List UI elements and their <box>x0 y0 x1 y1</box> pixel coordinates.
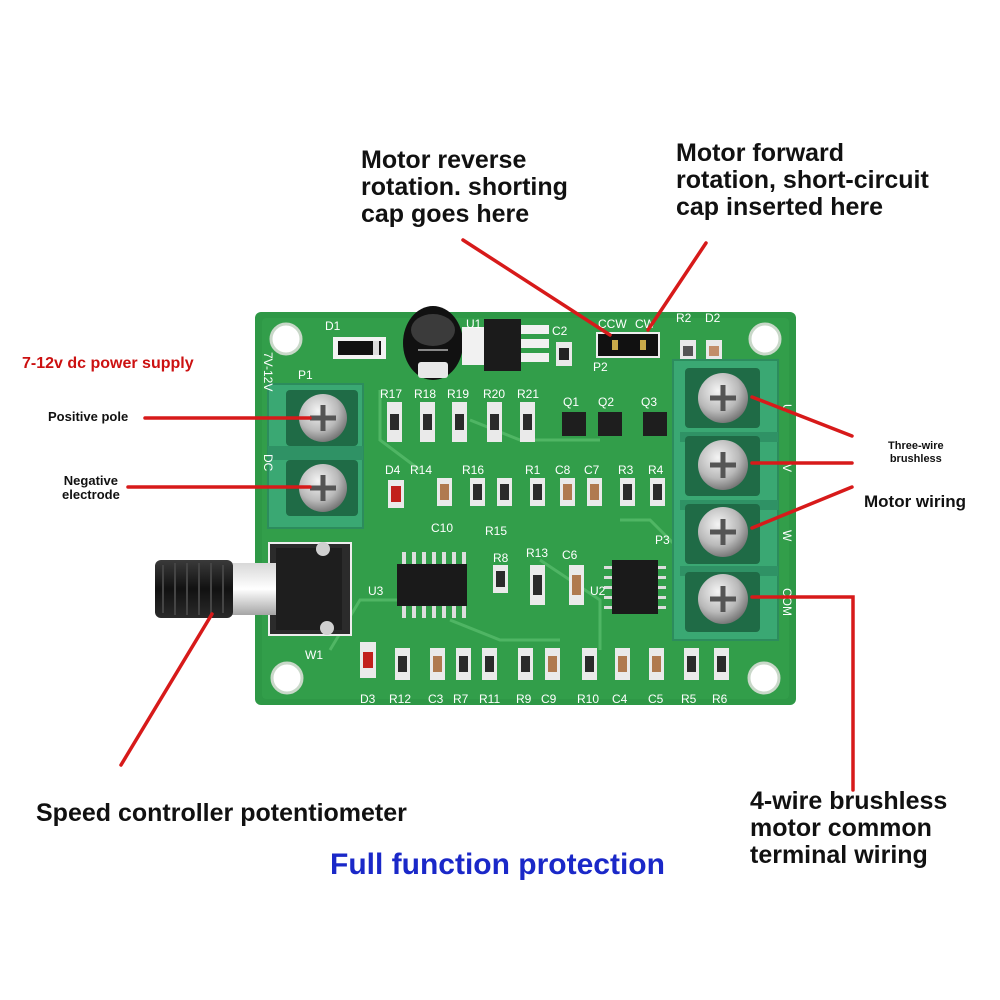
annotation-negative-electrode: Negative electrode <box>62 473 120 502</box>
annotation-motor-reverse: Motor reverse rotation. shorting cap goe… <box>361 146 568 228</box>
annotation-full-protection: Full function protection <box>330 848 665 881</box>
silk-p2: P2 <box>593 360 608 374</box>
speed-potentiometer <box>155 542 352 636</box>
power-terminal-block <box>267 383 364 529</box>
mounting-holes <box>269 322 782 695</box>
silkscreen-labels: D1 P1 U1 C2 CCW CW P2 R2 D2 7V-12V DC R1… <box>261 311 794 706</box>
silk-pin-u: U <box>780 404 794 413</box>
silk-r2: R2 <box>676 311 692 325</box>
annotation-power-supply: 7-12v dc power supply <box>22 355 194 372</box>
silk-u1: U1 <box>466 317 482 331</box>
silk-d3: D3 <box>360 692 376 706</box>
silk-r21: R21 <box>517 387 539 401</box>
silk-r18: R18 <box>414 387 436 401</box>
silk-r1: R1 <box>525 463 541 477</box>
arrow-three-wire-1 <box>750 395 854 438</box>
silk-r20: R20 <box>483 387 505 401</box>
silk-d2: D2 <box>705 311 721 325</box>
silk-c3: C3 <box>428 692 444 706</box>
arrow-three-wire-3 <box>750 485 854 530</box>
silk-ccw: CCW <box>598 317 627 331</box>
smd-components <box>360 402 729 680</box>
silk-r19: R19 <box>447 387 469 401</box>
silk-c10: C10 <box>431 521 453 535</box>
silk-r11: R11 <box>479 692 500 706</box>
silk-d1: D1 <box>325 319 341 333</box>
silk-c8: C8 <box>555 463 571 477</box>
silk-r15: R15 <box>485 524 507 538</box>
silk-r3: R3 <box>618 463 634 477</box>
silk-r9: R9 <box>516 692 532 706</box>
silk-pin-com: COM <box>780 588 794 616</box>
silk-r5: R5 <box>681 692 697 706</box>
silk-pin-w: W <box>780 530 794 542</box>
silk-r13: R13 <box>526 546 548 560</box>
silk-dc: DC <box>261 454 275 472</box>
silk-q2: Q2 <box>598 395 614 409</box>
silk-voltage: 7V-12V <box>261 352 275 391</box>
annotation-positive-pole: Positive pole <box>48 409 129 424</box>
pointer-lines <box>119 238 855 792</box>
annotation-four-wire: 4-wire brushless motor common terminal w… <box>750 787 948 869</box>
ic-u2 <box>604 560 666 614</box>
silk-c9: C9 <box>541 692 557 706</box>
arrow-common-terminal <box>750 595 855 792</box>
direction-jumper-header <box>596 332 660 358</box>
silk-r7: R7 <box>453 692 469 706</box>
silk-p1: P1 <box>298 368 313 382</box>
voltage-regulator <box>484 319 521 371</box>
silk-r10: R10 <box>577 692 599 706</box>
ic-u3 <box>397 552 467 618</box>
arrow-potentiometer <box>119 612 214 767</box>
silk-c5: C5 <box>648 692 664 706</box>
silk-c2: C2 <box>552 324 568 338</box>
silk-r8: R8 <box>493 551 509 565</box>
silk-u2: U2 <box>590 584 606 598</box>
silk-c6: C6 <box>562 548 578 562</box>
silk-q3: Q3 <box>641 395 657 409</box>
annotation-speed-potentiometer: Speed controller potentiometer <box>36 799 407 827</box>
silk-r16: R16 <box>462 463 484 477</box>
silk-r4: R4 <box>648 463 664 477</box>
silk-pin-v: V <box>780 464 794 472</box>
silk-r6: R6 <box>712 692 728 706</box>
silk-u3: U3 <box>368 584 384 598</box>
silk-r12: R12 <box>389 692 411 706</box>
silk-c4: C4 <box>612 692 628 706</box>
silk-w1: W1 <box>305 648 323 662</box>
annotation-motor-forward: Motor forward rotation, short-circuit ca… <box>676 139 929 221</box>
silk-c7: C7 <box>584 463 600 477</box>
silk-q1: Q1 <box>563 395 579 409</box>
silk-r17: R17 <box>380 387 402 401</box>
annotation-motor-wiring: Motor wiring <box>864 492 966 511</box>
silk-r14: R14 <box>410 463 432 477</box>
arrow-motor-reverse <box>461 238 612 337</box>
arrow-motor-forward <box>646 241 708 332</box>
silk-p3: P3 <box>655 533 670 547</box>
annotation-three-wire: Three-wire brushless <box>888 440 944 465</box>
silk-d4: D4 <box>385 463 401 477</box>
motor-terminal-block <box>672 359 779 641</box>
